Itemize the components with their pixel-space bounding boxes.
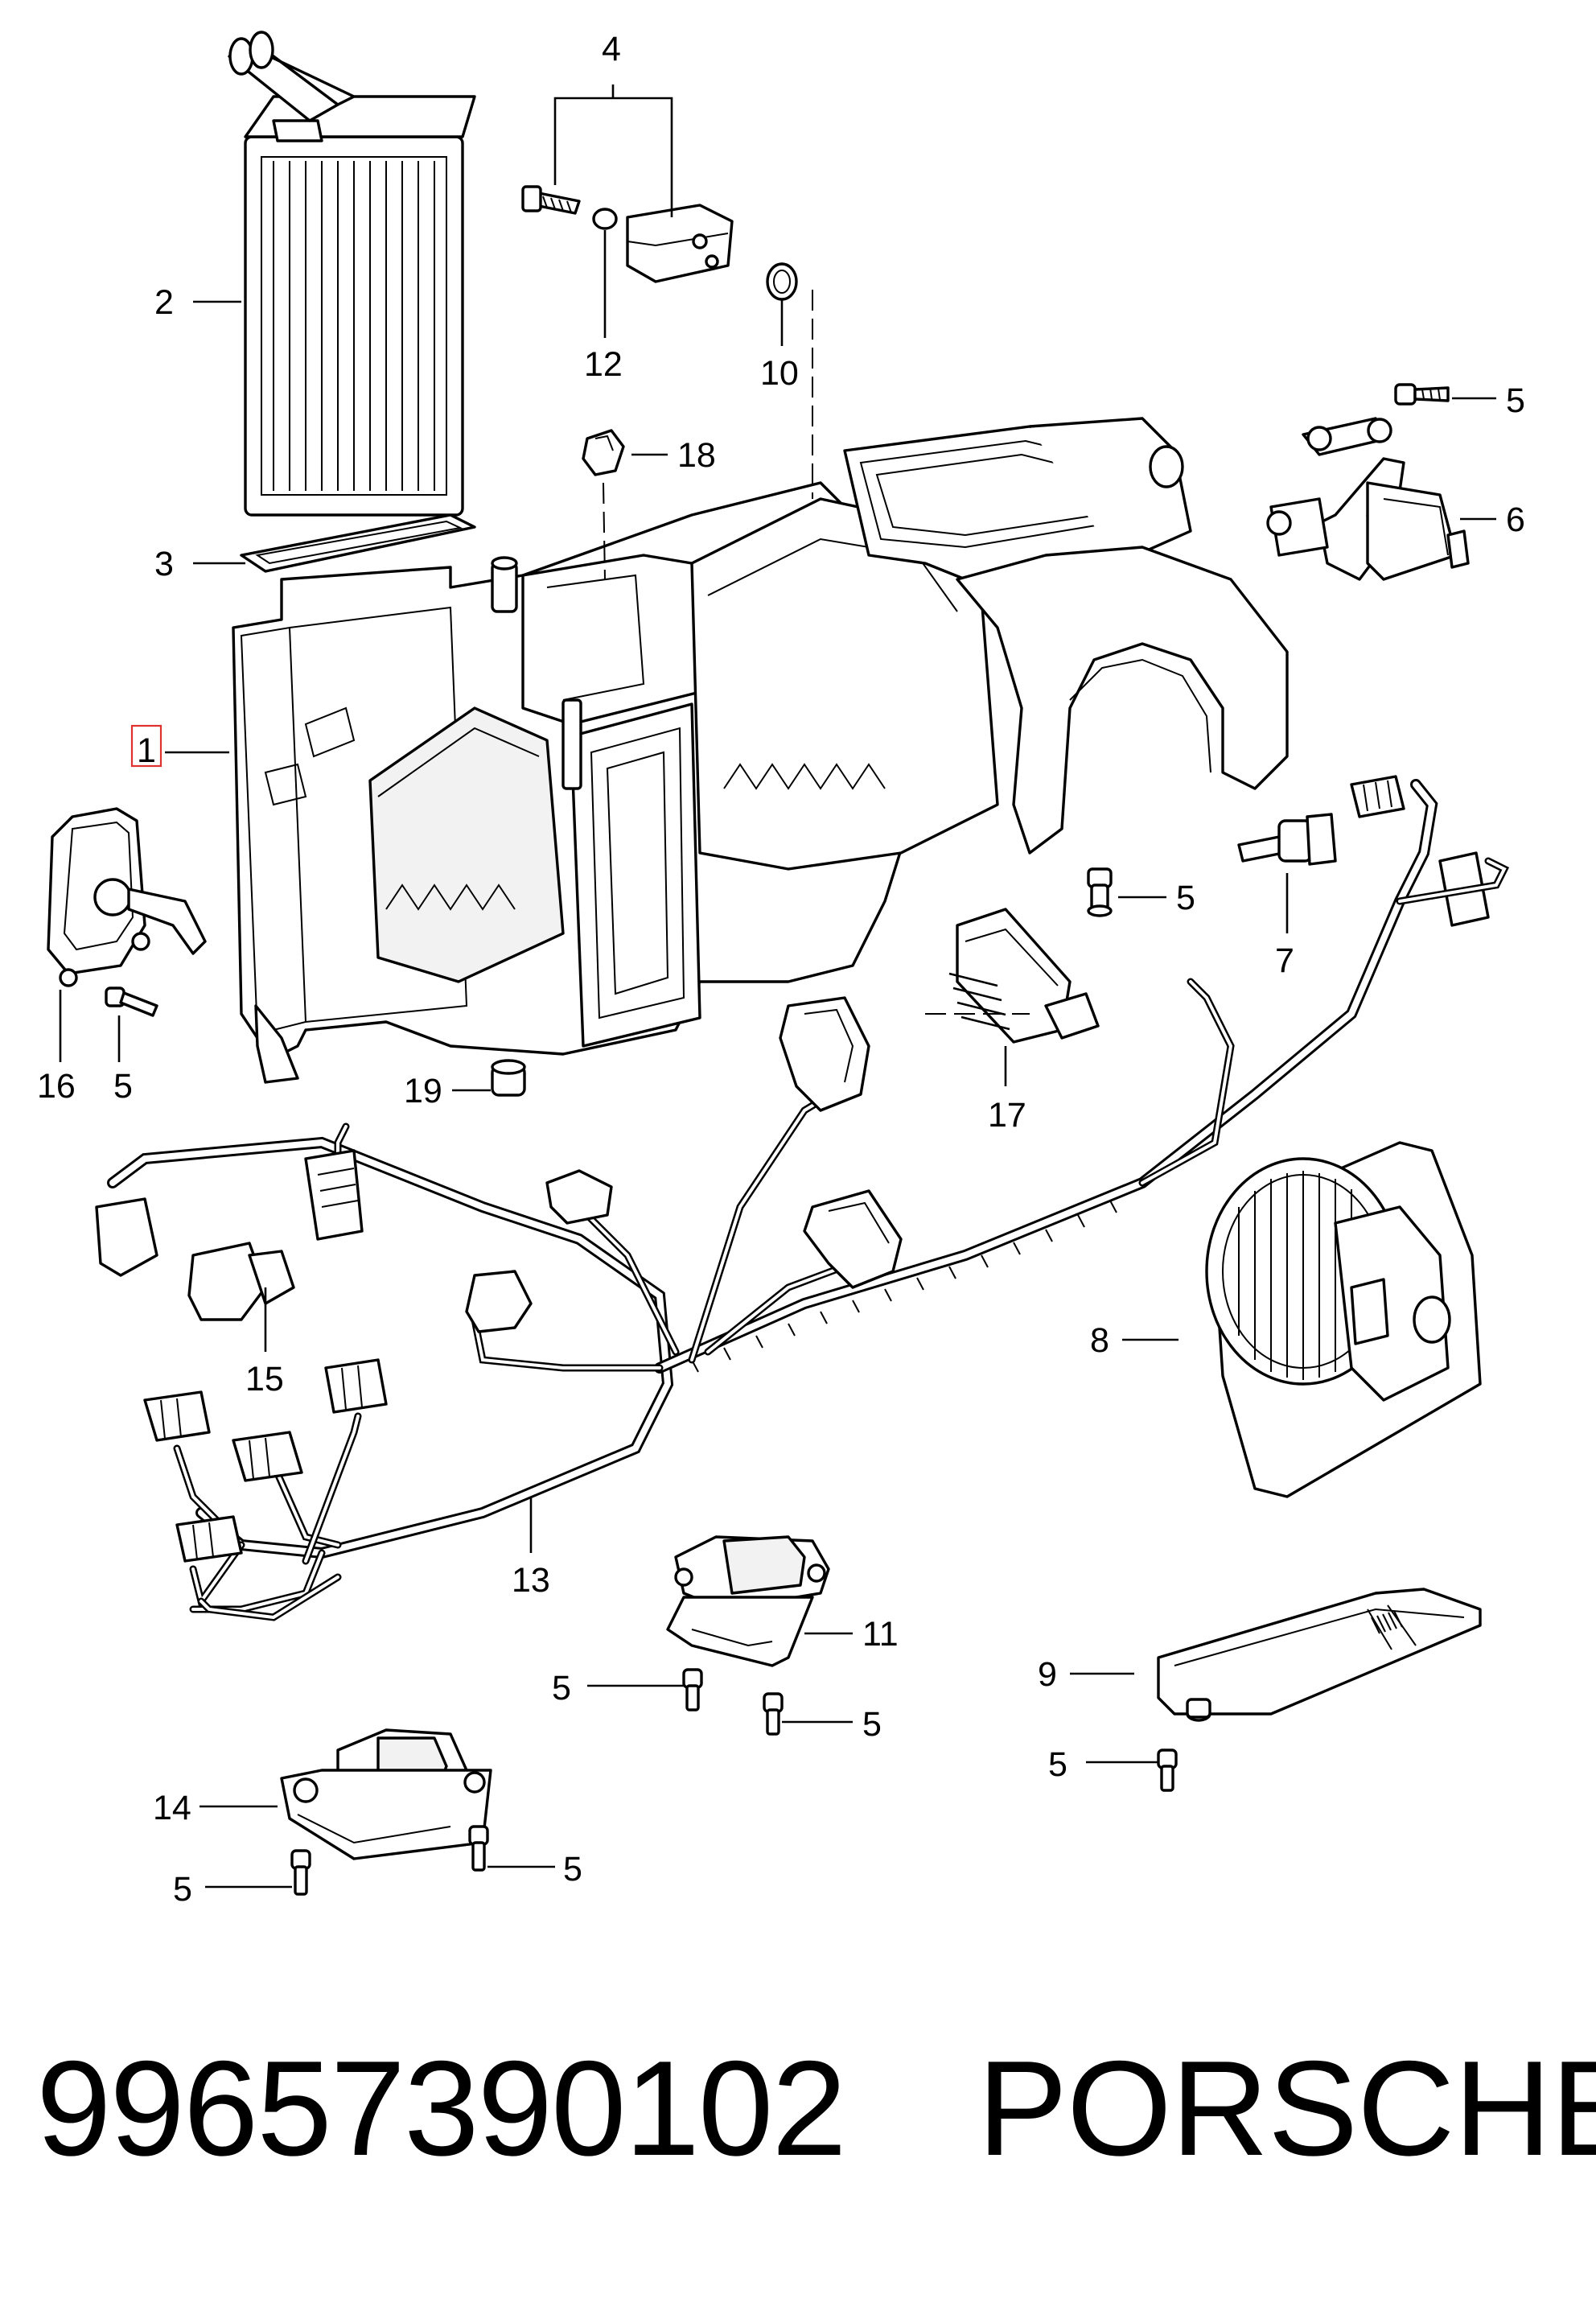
callout-12: 12: [584, 345, 623, 384]
callout-7: 7: [1275, 941, 1294, 980]
blower-cover: [1157, 1588, 1482, 1722]
callout-9: 9: [1038, 1655, 1057, 1694]
heater-housing: [232, 481, 999, 1084]
callout-2: 2: [154, 283, 174, 322]
callout-14: 14: [153, 1789, 191, 1827]
callout-5: 5: [1506, 381, 1525, 420]
callout-5: 5: [552, 1669, 571, 1707]
callout-6: 6: [1506, 500, 1525, 539]
servo-motor: [47, 807, 207, 987]
parts-diagram: 1 2 3 4 5 5 5 5 5 5 5 5 6 7 8 9 10 11 12…: [37, 30, 1525, 1909]
flap-actuator: [1266, 417, 1470, 581]
bolt: [1394, 383, 1450, 406]
callout-5: 5: [563, 1850, 582, 1889]
sensor-assembly: [521, 185, 734, 283]
callout-15: 15: [245, 1360, 284, 1398]
blower-housing-scroll: [843, 417, 1289, 855]
harness-connectors: [95, 996, 903, 1563]
temperature-sensor: [1237, 813, 1337, 866]
callout-5: 5: [1048, 1745, 1067, 1784]
bolt: [682, 1668, 784, 1736]
callout-10: 10: [760, 354, 799, 393]
callout-5: 5: [113, 1067, 133, 1106]
callout-5: 5: [862, 1705, 882, 1744]
callout-16: 16: [37, 1067, 76, 1106]
callout-11: 11: [862, 1615, 899, 1654]
callout-13: 13: [512, 1561, 550, 1600]
heater-core-gasket: [240, 513, 476, 573]
bolt: [1157, 1749, 1178, 1792]
clip: [582, 429, 625, 476]
heater-core: [228, 31, 476, 517]
callout-labels: 1 2 3 4 5 5 5 5 5 5 5 5 6 7 8 9 10 11 12…: [37, 30, 1525, 1909]
bolt: [105, 987, 158, 1017]
callout-8: 8: [1090, 1321, 1109, 1360]
sensor-with-bracket-lower: [280, 1728, 492, 1860]
o-ring: [766, 262, 798, 301]
brand-name: PORSCHE: [977, 2033, 1596, 2184]
blower-motor: [1205, 1141, 1482, 1498]
callout-18: 18: [677, 436, 716, 475]
callout-1-highlight: [130, 724, 162, 768]
callout-5: 5: [1176, 879, 1195, 917]
callout-17: 17: [988, 1096, 1026, 1135]
bolt: [1087, 867, 1113, 917]
callout-1: 1: [137, 731, 156, 770]
callout-5: 5: [173, 1870, 192, 1909]
nut: [491, 1059, 526, 1097]
blower-resistor: [948, 908, 1100, 1044]
bolt: [290, 1825, 489, 1896]
callout-3: 3: [154, 545, 174, 583]
callout-4: 4: [602, 30, 621, 68]
callout-19: 19: [404, 1072, 442, 1110]
part-number: 9965739010​2: [36, 2033, 847, 2184]
leader-lines: [59, 84, 1496, 1889]
sensor-with-bracket: [666, 1535, 830, 1667]
